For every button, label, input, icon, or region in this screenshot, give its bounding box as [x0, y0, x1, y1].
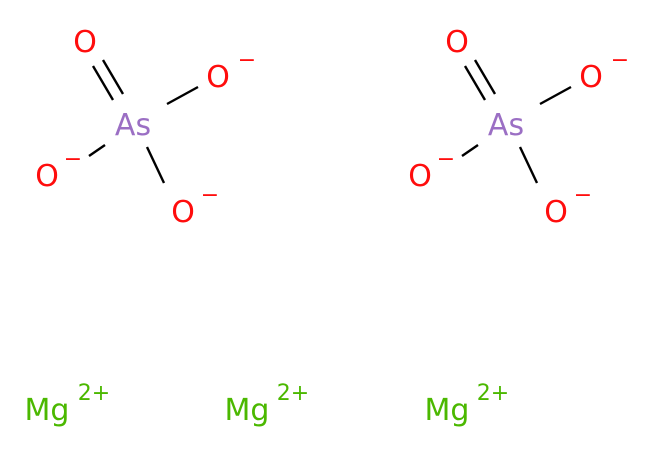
oxygen-atom-right: O [579, 60, 603, 95]
magnesium-charge: 2+ [277, 381, 309, 406]
magnesium-ion-3: Mg 2+ [425, 381, 510, 428]
single-bond [461, 144, 479, 157]
minus-charge: − [437, 147, 455, 172]
minus-charge: − [201, 183, 219, 208]
oxygen-atom-bottom: O [171, 195, 195, 230]
oxygen-atom-double: O [73, 25, 97, 60]
arsenate-ion-2: As O O − O − O − [408, 25, 629, 230]
double-bond-line-b [473, 59, 497, 95]
magnesium-atom: Mg [25, 393, 70, 428]
oxygen-atom-double: O [445, 25, 469, 60]
magnesium-ion-1: Mg 2+ [25, 381, 111, 428]
double-bond-line-a [463, 65, 487, 101]
magnesium-charge: 2+ [477, 381, 509, 406]
minus-charge: − [611, 48, 629, 73]
single-bond [539, 85, 572, 106]
arsenic-atom: As [488, 108, 524, 143]
double-bond-line-b [101, 59, 125, 95]
minus-charge: − [64, 147, 82, 172]
oxygen-atom-left: O [408, 159, 432, 194]
single-bond [88, 144, 106, 157]
magnesium-atom: Mg [225, 393, 270, 428]
minus-charge: − [238, 48, 256, 73]
arsenic-atom: As [115, 108, 151, 143]
single-bond [166, 85, 199, 106]
oxygen-atom-right: O [206, 60, 230, 95]
single-bond [145, 146, 166, 184]
magnesium-ion-2: Mg 2+ [225, 381, 310, 428]
double-bond-line-a [91, 65, 115, 101]
magnesium-charge: 2+ [78, 381, 110, 406]
arsenate-ion-1: As O O − O − O − [35, 25, 256, 230]
oxygen-atom-left: O [35, 159, 59, 194]
minus-charge: − [574, 183, 592, 208]
oxygen-atom-bottom: O [544, 195, 568, 230]
single-bond [518, 146, 539, 184]
magnesium-atom: Mg [425, 393, 470, 428]
